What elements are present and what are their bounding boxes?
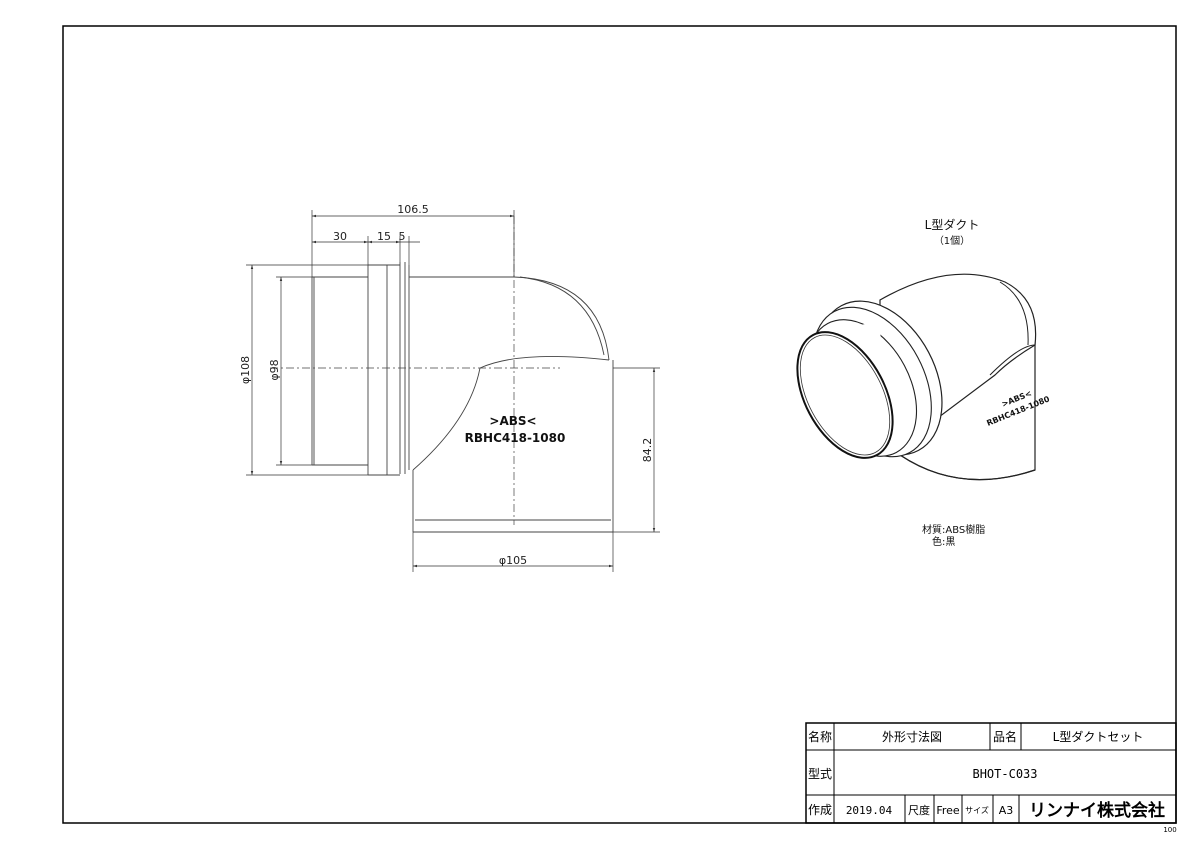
tb-product-label: 品名	[993, 729, 1017, 744]
tb-size-value: A3	[999, 804, 1014, 817]
marking-code: RBHC418-1080	[465, 431, 566, 445]
tb-created-value: 2019.04	[846, 804, 893, 817]
product-title: L型ダクト	[925, 217, 980, 232]
tb-scale-value: Free	[936, 804, 960, 817]
product-quantity: （1個）	[934, 234, 970, 247]
dim-total-length: 106.5	[397, 203, 429, 216]
dim-outlet-dia: φ105	[499, 554, 527, 567]
dim-height: 84.2	[641, 438, 654, 463]
dimension-lines	[246, 210, 660, 572]
tb-name-value: 外形寸法図	[882, 730, 942, 744]
color-note: 色:黒	[932, 535, 955, 548]
title-block	[805, 722, 1177, 824]
company-name: リンナイ株式会社	[1029, 800, 1165, 821]
tb-created-label: 作成	[808, 803, 832, 817]
sheet-border	[62, 25, 1177, 824]
dim-seg-a: 30	[333, 230, 347, 243]
tb-model-label: 型式	[808, 767, 832, 781]
material-note: 材質:ABS樹脂	[922, 523, 985, 536]
tb-model-value: BHOT-C033	[972, 767, 1037, 781]
tb-size-label: サイズ	[965, 805, 989, 815]
dim-seg-b: 15	[377, 230, 391, 243]
isometric-view	[796, 273, 1037, 481]
tb-product-value: L型ダクトセット	[1053, 729, 1144, 744]
dim-seg-c: 5	[399, 230, 406, 243]
dim-inner-dia: φ98	[268, 359, 281, 380]
orthographic-view	[270, 216, 614, 533]
tb-name-label: 名称	[808, 729, 832, 744]
page-number: 100	[1163, 826, 1176, 834]
dim-outer-dia: φ108	[239, 356, 252, 384]
marking-material: >ABS<	[489, 414, 536, 428]
tb-scale-label: 尺度	[908, 803, 930, 817]
